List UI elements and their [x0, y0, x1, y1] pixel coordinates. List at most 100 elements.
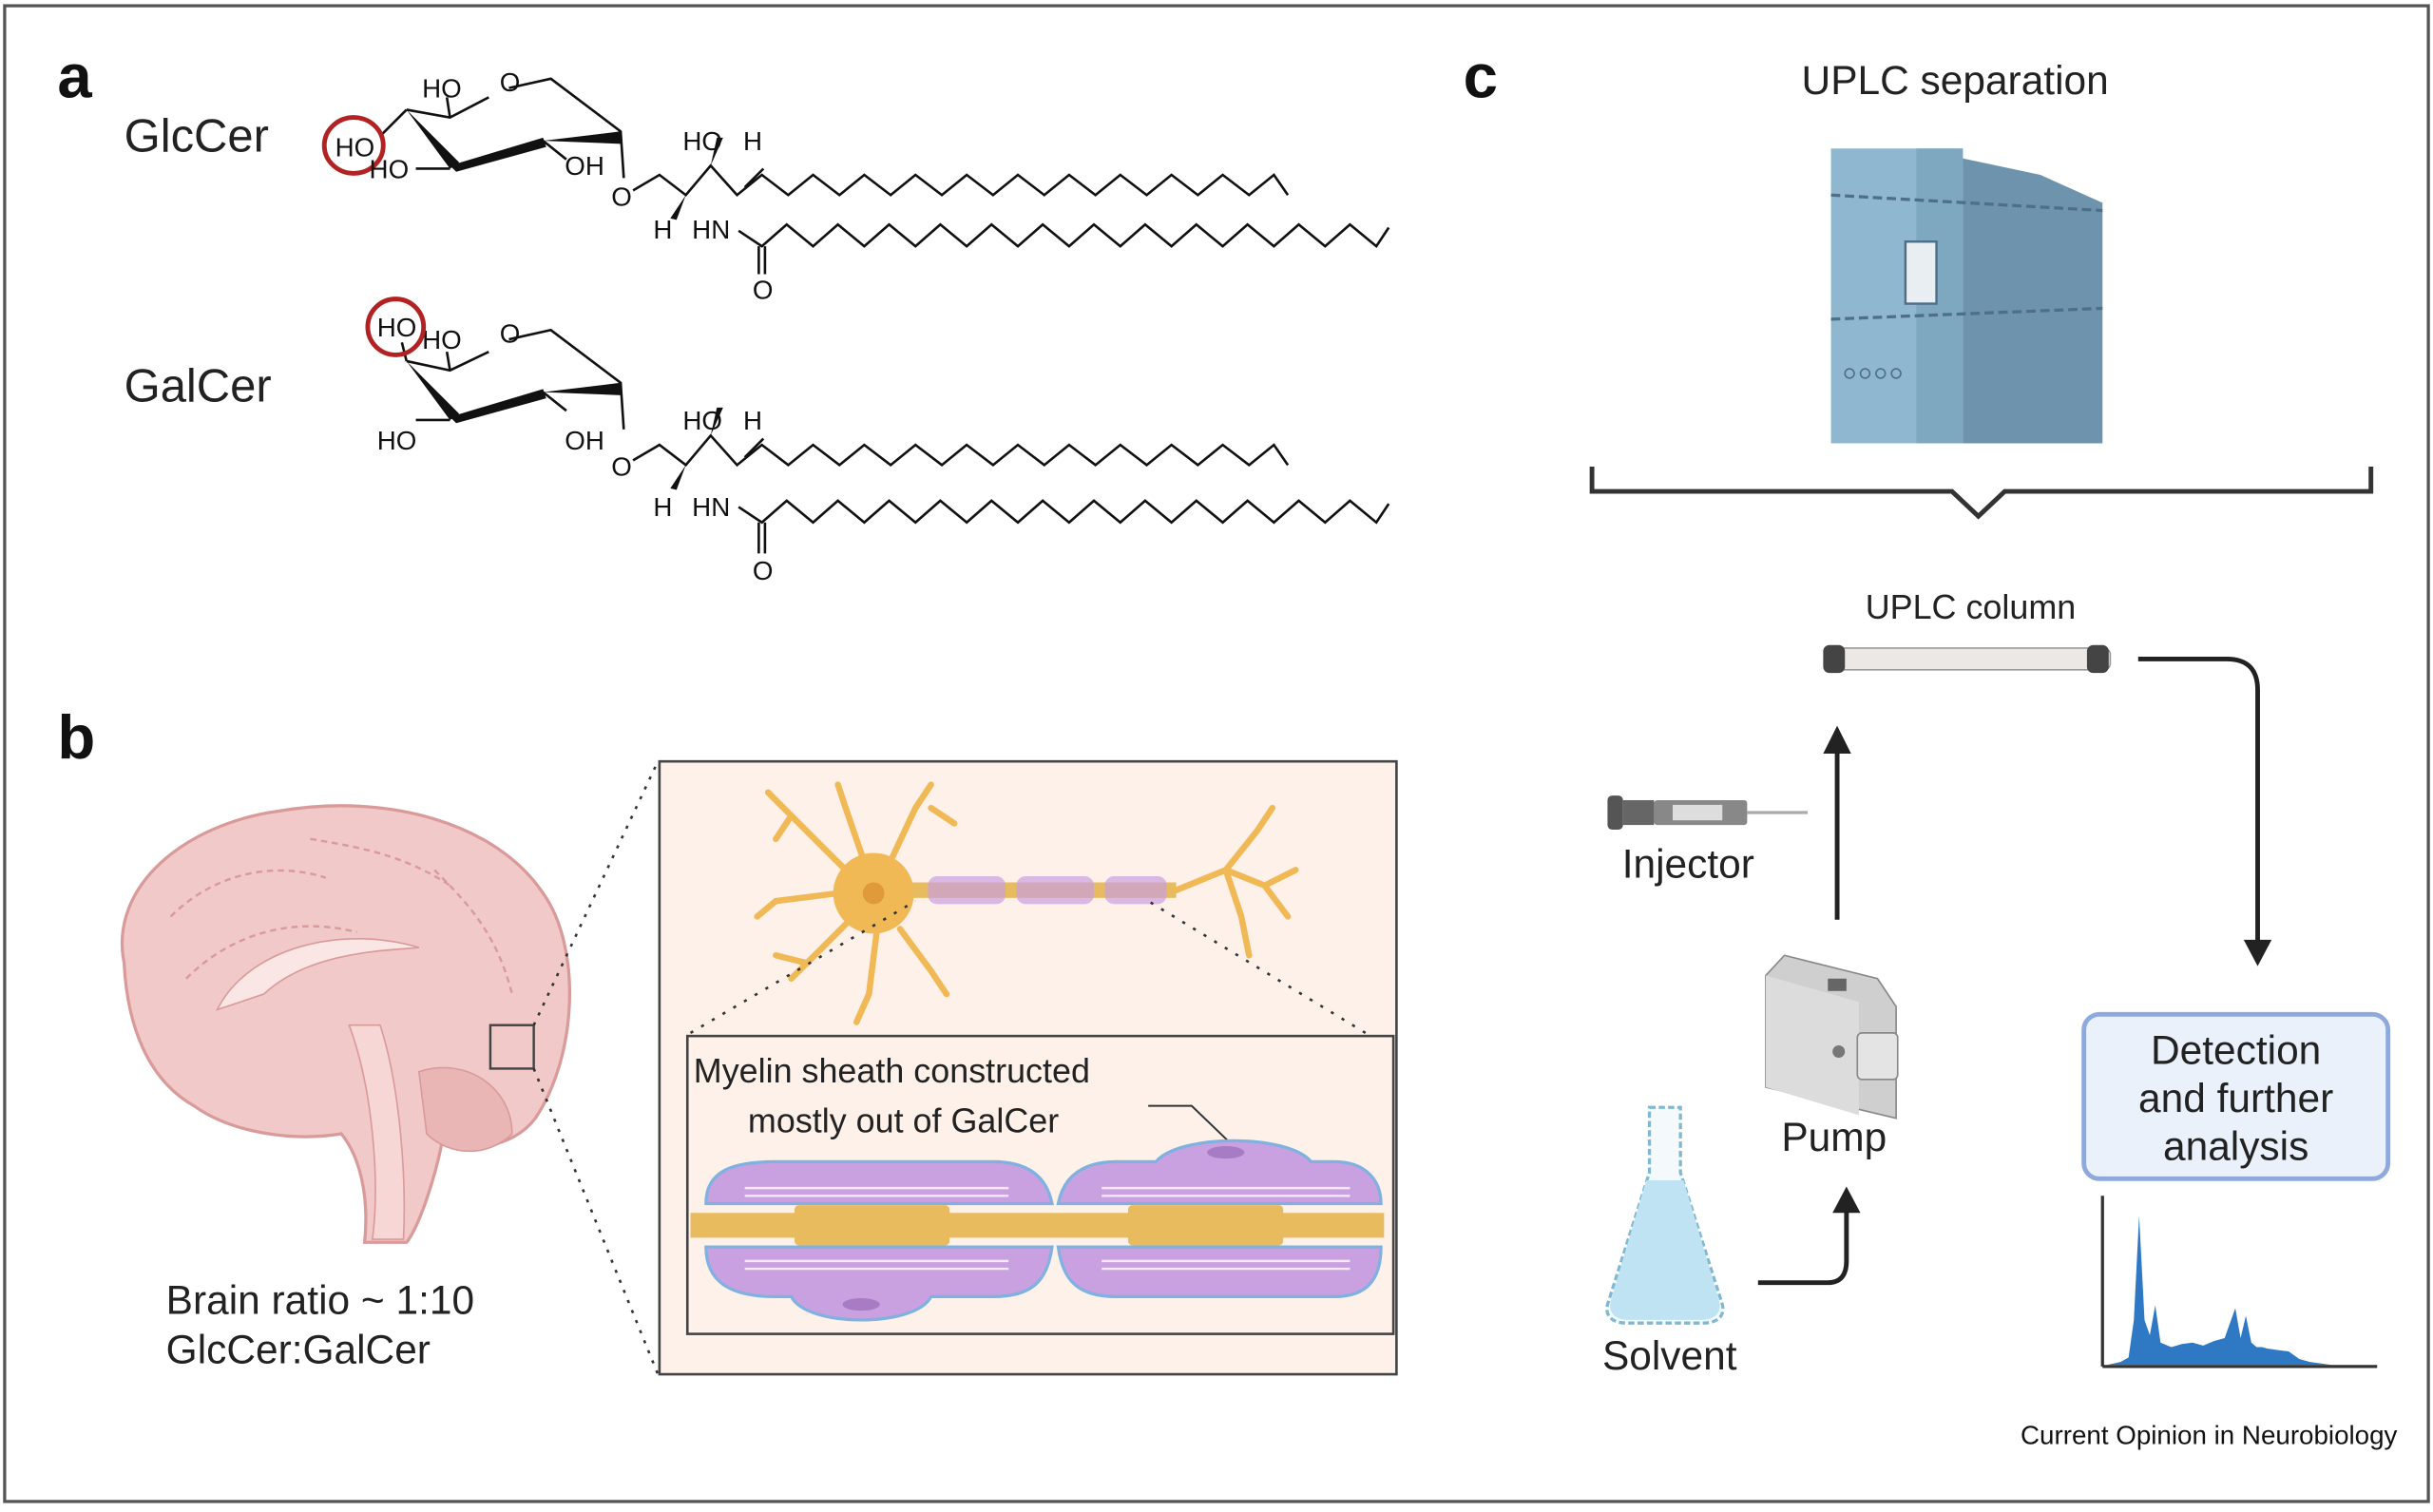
- glccer-hn: HN: [692, 215, 730, 244]
- instrument-seam-1: [1830, 193, 2103, 213]
- glccer-glyco-o: O: [611, 182, 632, 212]
- pump-knob: [1832, 1044, 1846, 1058]
- arrow-head-up-2: [1832, 1186, 1861, 1214]
- axon-myelin-1: [928, 875, 1006, 905]
- galcer-oh-right: OH: [565, 426, 604, 455]
- pump-icon: [1765, 954, 1899, 1120]
- galcer-h-top: H: [743, 406, 762, 435]
- pump-head: [1856, 1032, 1899, 1081]
- instrument-button-2: [1859, 368, 1871, 379]
- galcer-carbonyl-o: O: [753, 556, 774, 585]
- galcer-structure: GalCer O HO HO HO OH O HO H H HN O: [125, 297, 1390, 585]
- glccer-wedge-left: [406, 109, 460, 169]
- oligodendrocyte-nucleus-2: [842, 1298, 880, 1311]
- injector-label: Injector: [1622, 842, 1754, 887]
- glccer-h-wedge: [670, 195, 686, 220]
- galcer-carbonyl-bond: [757, 522, 767, 554]
- neuron-nucleus: [862, 882, 885, 905]
- column-end-left: [1823, 644, 1846, 674]
- galcer-wedge-right: [543, 382, 622, 395]
- galcer-ho-top: HO: [422, 325, 462, 354]
- galcer-h-wedge: [670, 465, 686, 490]
- column-end-right: [2086, 644, 2109, 674]
- myelin-segment-1-bottom: [704, 1245, 1054, 1322]
- cerebellum: [417, 1066, 513, 1153]
- solvent-flask-icon: [1605, 1105, 1725, 1325]
- glccer-substituent-bonds: [380, 97, 567, 170]
- column-body: [1830, 647, 2112, 671]
- myelin-segment-2-bottom: [1056, 1245, 1383, 1299]
- panel-b: b Brain ratio ~ 1:10 GlcCer:GalCer: [57, 702, 1398, 1376]
- myelin-label-line2: mostly out of GalCer: [748, 1101, 1059, 1139]
- injector-plunger: [1607, 795, 1623, 830]
- uplc-column-icon: [1823, 644, 2112, 674]
- glccer-double-bond: [743, 167, 765, 189]
- glccer-carbonyl-o: O: [753, 276, 774, 305]
- myelin-sheath-illustration: [690, 1139, 1385, 1322]
- arrow-head-up: [1823, 725, 1851, 754]
- glccer-h-top: H: [743, 126, 762, 156]
- glccer-ho-top: HO: [422, 73, 462, 103]
- glccer-ho-chain: HO: [682, 126, 722, 156]
- neuron-illustration: [754, 781, 1299, 1025]
- neuron-zoom-lines: [689, 899, 1367, 1035]
- pump-label: Pump: [1781, 1115, 1887, 1159]
- glccer-ho-bottom: HO: [370, 154, 410, 183]
- journal-credit: Current Opinion in Neurobiology: [2021, 1421, 2398, 1450]
- glccer-fatty-acid-chain: [738, 222, 1390, 249]
- galcer-sphingosine-chain: [632, 433, 1290, 468]
- brainstem: [348, 1024, 406, 1240]
- oligodendrocyte-nucleus: [1207, 1146, 1245, 1159]
- detection-line2: and further: [2138, 1076, 2333, 1120]
- brain-ratio-line2: GlcCer:GalCer: [166, 1328, 431, 1372]
- injector-window: [1673, 804, 1723, 821]
- instrument-button-1: [1844, 368, 1855, 379]
- axon-bulge-2: [1127, 1205, 1284, 1246]
- solvent-label: Solvent: [1602, 1333, 1737, 1378]
- arrow-column-to-detection: [2137, 656, 2260, 948]
- instrument-button-3: [1875, 368, 1887, 379]
- galcer-ring-o: O: [500, 318, 521, 348]
- galcer-ho-bottom: HO: [377, 426, 417, 455]
- glccer-oh-right: OH: [565, 151, 604, 181]
- glccer-bold-bond: [450, 137, 546, 172]
- glccer-highlight-circle: [321, 115, 386, 176]
- galcer-double-bond: [743, 437, 765, 459]
- brain-zoom-box: [489, 1024, 535, 1070]
- instrument-button-4: [1890, 368, 1902, 379]
- glccer-ho-circled: HO: [335, 132, 375, 162]
- panel-c-letter: c: [1464, 41, 1498, 110]
- brace: [1589, 466, 2374, 520]
- galcer-bold-bond: [450, 389, 546, 424]
- detection-line3: analysis: [2163, 1124, 2308, 1169]
- chromatogram-area: [2107, 1215, 2374, 1366]
- axon-myelin-2: [1016, 875, 1095, 905]
- injector-icon: [1607, 795, 1809, 830]
- glccer-ring-o: O: [500, 67, 521, 97]
- myelin-lamellae: [744, 1186, 1351, 1271]
- panel-c: c UPLC separation UPLC column: [1464, 41, 2398, 1449]
- glccer-wedge-right: [543, 131, 622, 144]
- axon-myelin-3: [1104, 875, 1167, 905]
- galcer-highlight-circle: [365, 297, 427, 357]
- galcer-ho-circled: HO: [377, 313, 417, 342]
- arrow-head-down: [2243, 939, 2272, 967]
- neuron-dendrites: [754, 781, 958, 1025]
- axon-terminal: [1173, 804, 1299, 959]
- glccer-structure: GlcCer O HO HO HO OH O HO H H HN: [125, 67, 1390, 305]
- flask-liquid: [1610, 1179, 1720, 1320]
- glccer-name: GlcCer: [125, 111, 269, 163]
- myelin-segment-1-top: [704, 1159, 1054, 1206]
- arrow-solvent-to-pump: [1757, 1208, 1849, 1286]
- uplc-column-label: UPLC column: [1866, 587, 2077, 626]
- detection-box: [2081, 1011, 2391, 1181]
- instrument-door: [1904, 239, 1938, 305]
- pump-display: [1828, 978, 1847, 991]
- glccer-sphingosine-chain: [632, 163, 1290, 198]
- pump-front: [1765, 975, 1859, 1116]
- panel-a: a GlcCer O HO HO HO OH O HO H H HN: [57, 41, 1390, 585]
- galcer-wedge-left: [406, 360, 460, 420]
- brain-illustration: [121, 804, 571, 1244]
